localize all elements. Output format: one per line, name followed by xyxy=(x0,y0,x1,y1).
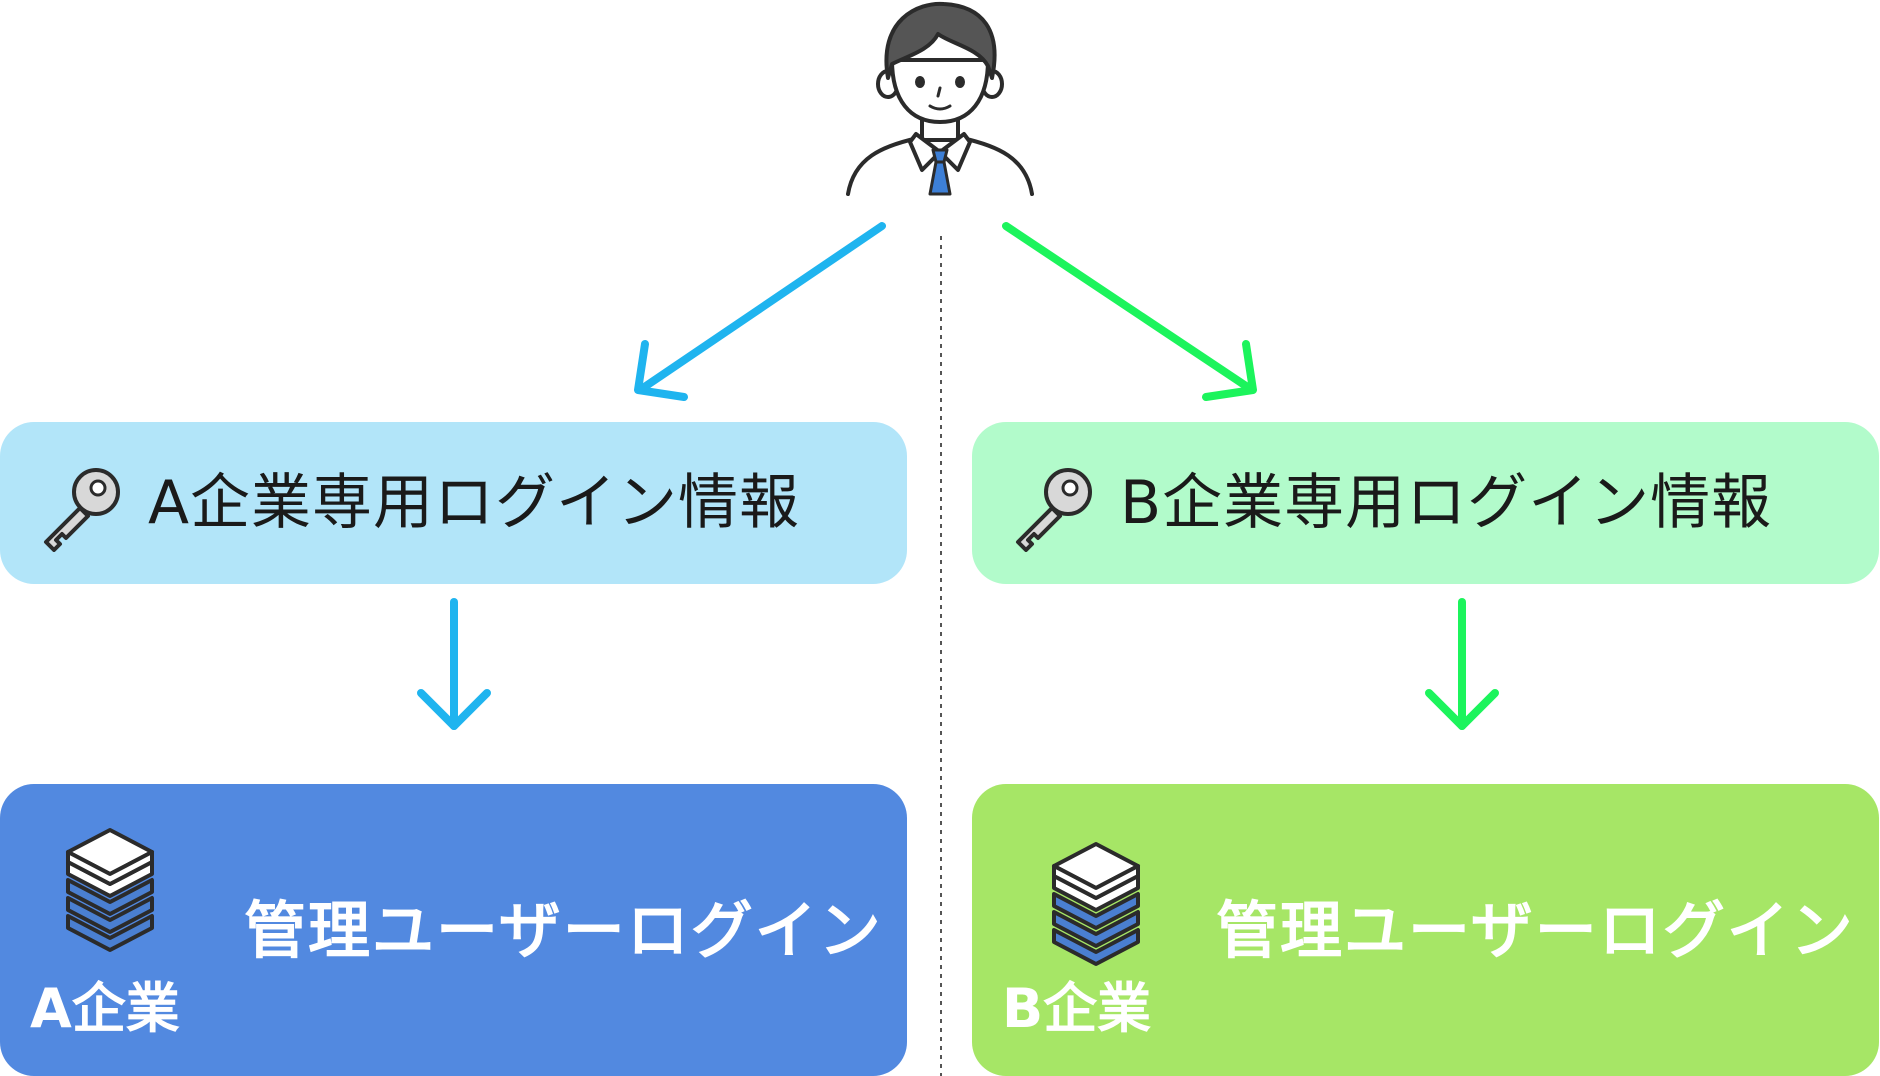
b-admin-login-label: 管理ユーザーログイン xyxy=(1216,894,1855,967)
a-login-label: A企業専用ログイン情報 xyxy=(148,468,801,538)
arrow-to-b-company xyxy=(1425,598,1499,730)
b-login-info-box: B企業専用ログイン情報 xyxy=(972,422,1879,584)
arrow-to-a-login xyxy=(634,222,886,401)
a-company-admin-box: A企業 管理ユーザーログイン xyxy=(0,784,907,1076)
a-admin-login-label: 管理ユーザーログイン xyxy=(244,894,883,967)
arrow-to-a-company xyxy=(417,598,491,730)
server-stack-icon xyxy=(1052,842,1140,966)
a-company-label: A企業 xyxy=(30,977,180,1040)
arrow-to-b-login xyxy=(1002,222,1257,401)
b-company-label: B企業 xyxy=(1002,977,1152,1040)
b-company-admin-box: B企業 管理ユーザーログイン xyxy=(972,784,1879,1076)
a-login-info-box: A企業専用ログイン情報 xyxy=(0,422,907,584)
b-login-label: B企業専用ログイン情報 xyxy=(1120,468,1773,538)
server-stack-icon xyxy=(66,828,154,952)
key-icon xyxy=(44,468,120,552)
person-icon xyxy=(846,1,1034,196)
key-icon xyxy=(1016,468,1092,552)
